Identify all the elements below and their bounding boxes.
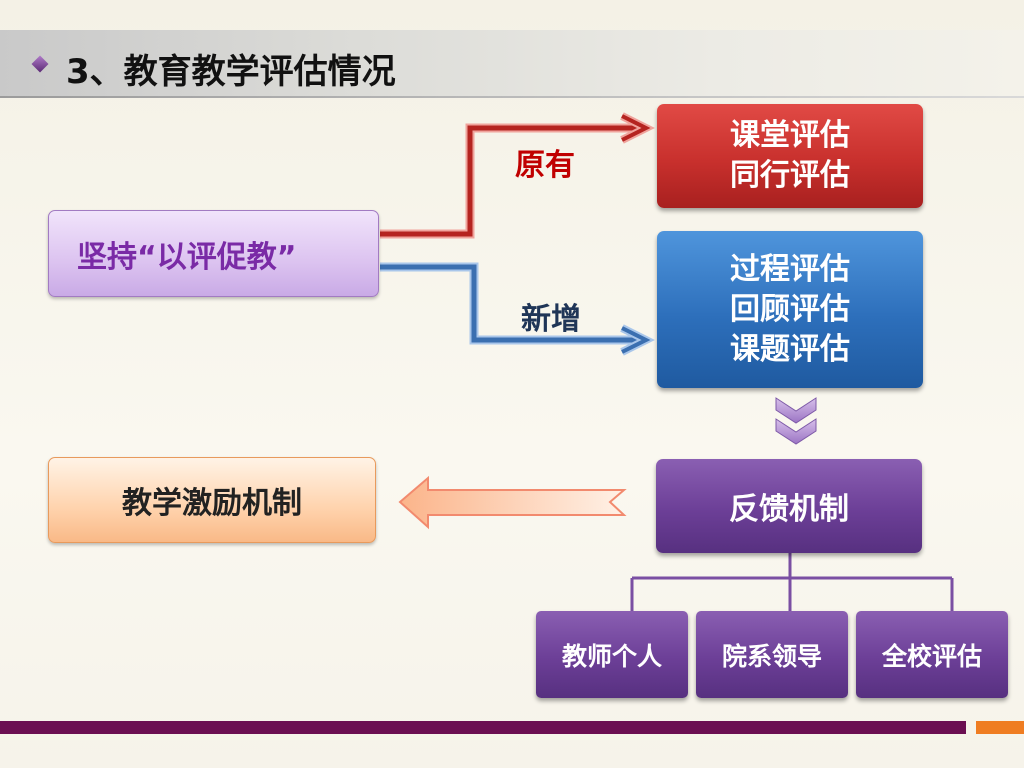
new-item: 回顾评估 xyxy=(730,291,850,327)
feedback-label: 反馈机制 xyxy=(729,492,849,527)
double-chevron-down-icon xyxy=(775,397,817,445)
existing-item: 课堂评估 xyxy=(730,118,850,153)
source-box-school: 全校评估 xyxy=(856,611,1008,698)
incentive-label: 教学激励机制 xyxy=(122,486,302,521)
title-band xyxy=(0,30,1024,98)
feedback-tree-connector xyxy=(630,553,954,611)
footer-bar xyxy=(0,721,966,734)
slide-title: 3、教育教学评估情况 xyxy=(66,52,396,92)
existing-item: 同行评估 xyxy=(730,158,850,193)
feedback-box: 反馈机制 xyxy=(656,459,922,553)
left-arrow-icon xyxy=(398,475,627,530)
source-label: 教师个人 xyxy=(561,641,662,671)
source-box-teacher: 教师个人 xyxy=(536,611,688,698)
new-evaluations-box: 过程评估 回顾评估 课题评估 xyxy=(657,231,923,388)
incentive-box: 教学激励机制 xyxy=(48,457,376,543)
footer-accent xyxy=(976,721,1024,734)
center-principle-label: 坚持“以评促教” xyxy=(77,239,297,275)
new-item: 过程评估 xyxy=(730,251,850,287)
source-box-department: 院系领导 xyxy=(696,611,848,698)
source-label: 院系领导 xyxy=(721,641,822,671)
title-divider xyxy=(0,96,1024,98)
new-item: 课题评估 xyxy=(730,331,850,367)
new-label: 新增 xyxy=(521,302,581,337)
center-principle-box: 坚持“以评促教” xyxy=(48,210,379,297)
existing-evaluations-box: 课堂评估 同行评估 xyxy=(657,104,923,208)
source-label: 全校评估 xyxy=(881,641,982,671)
existing-label: 原有 xyxy=(515,148,575,183)
existing-connector xyxy=(380,112,655,239)
new-connector xyxy=(380,262,655,356)
